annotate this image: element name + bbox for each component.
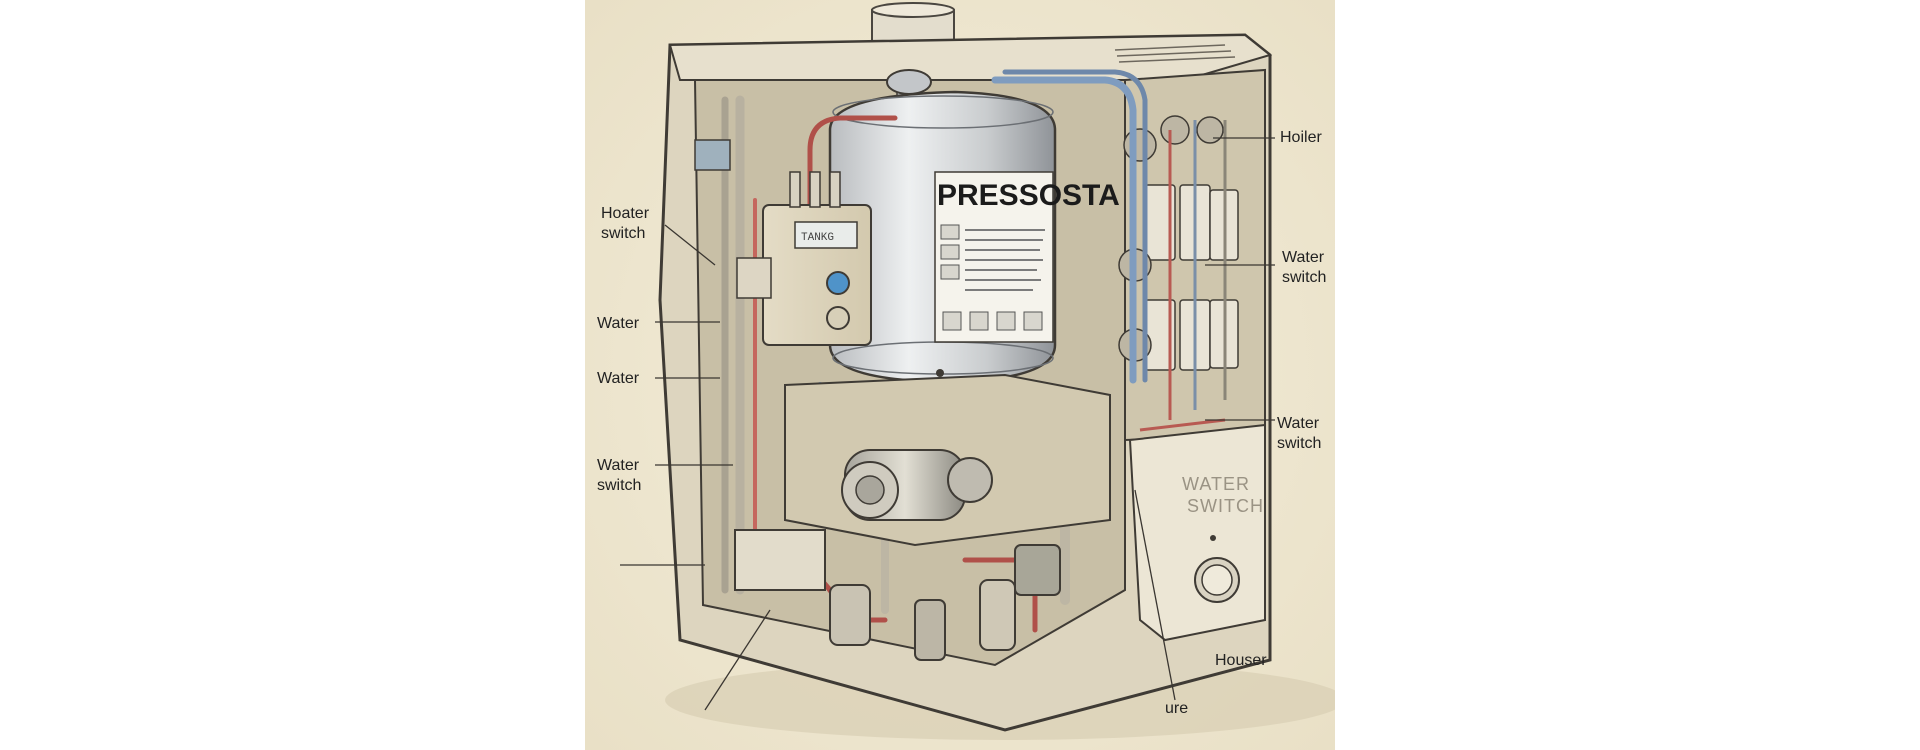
tank-sticker: PRESSOSTA [934,171,1120,343]
right-compartment [1118,68,1266,442]
leader-lines [620,137,1275,711]
callout-right-water-switch-2a: Water [1277,415,1320,432]
callout-labels: Hoiler Hoater switch Water Water Water s… [597,129,1326,717]
front-panel-text-2: SWITCH [1187,496,1264,516]
small-blue-box [694,139,731,171]
callout-upper-left-2: switch [601,225,645,242]
control-knob [826,306,850,330]
pump-assembly [734,373,1111,661]
callout-left-water-2: Water [597,370,640,387]
front-panel-text-1: WATER [1182,474,1250,494]
tank-label: PRESSOSTA [937,179,1120,212]
boiler-illustration: WATER SWITCH PRESSOSTA [585,0,1335,750]
callout-upper-left-1: Hoater [601,205,650,222]
callout-left-water-1: Water [597,315,640,332]
front-panel: WATER SWITCH [1128,423,1266,642]
control-box: TANKG [694,139,872,346]
callout-left-water-switch-1: Water [597,457,640,474]
boiler-diagram-svg: WATER SWITCH PRESSOSTA [585,0,1335,750]
display-readout: TANKG [801,232,834,244]
pressure-tank: PRESSOSTA [828,69,1120,400]
pipes [721,69,1148,633]
blue-indicator [826,271,850,295]
control-display [794,221,858,249]
callout-right-water-switch-1a: Water [1282,249,1325,266]
callout-right-water-switch-1b: switch [1282,269,1326,286]
callout-bottom-right: Houser [1215,652,1267,669]
callout-top-right: Hoiler [1280,129,1322,146]
callout-left-water-switch-2: switch [597,477,641,494]
callout-right-water-switch-2b: switch [1277,435,1321,452]
callout-bottom-partial: ure [1165,700,1188,717]
